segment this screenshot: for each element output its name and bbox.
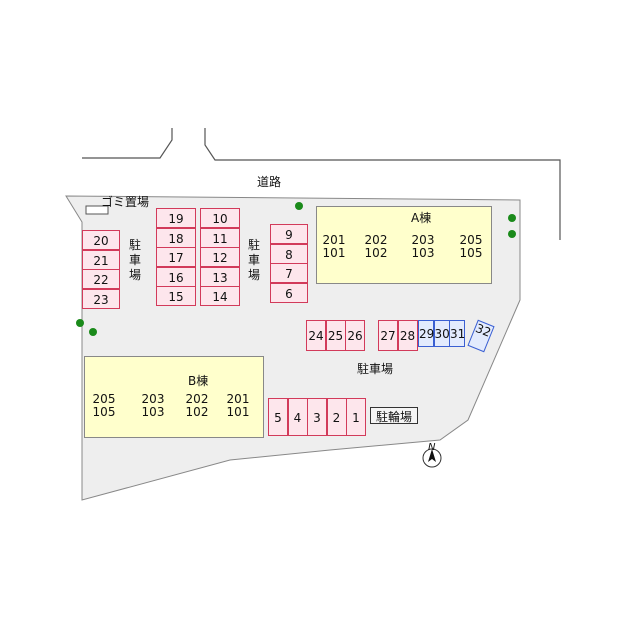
unit-lower-room: 105 — [459, 246, 483, 260]
parking-stall: 2 — [326, 398, 347, 436]
parking-stall: 23 — [82, 288, 120, 309]
parking-stall: 1 — [346, 398, 366, 436]
unit-lower-room: 102 — [185, 405, 209, 419]
unit-upper-room: 202 — [185, 392, 209, 406]
parking-stall: 19 — [156, 208, 196, 228]
parking-label-bottom: 駐車場 — [357, 362, 394, 376]
unit-lower-room: 102 — [364, 246, 388, 260]
parking-stall: 20 — [82, 230, 120, 250]
parking-stall: 28 — [397, 320, 418, 351]
north-label: N — [428, 442, 436, 453]
tree-icon — [295, 202, 303, 210]
parking-stall: 12 — [200, 247, 240, 267]
parking-stall: 6 — [270, 282, 308, 303]
unit-upper-room: 203 — [141, 392, 165, 406]
building-b-label: B棟 — [188, 374, 209, 388]
parking-stall: 8 — [270, 243, 308, 264]
parking-stall: 27 — [378, 320, 398, 351]
tree-icon — [508, 214, 516, 222]
unit-upper-room: 205 — [459, 233, 483, 247]
road-edge-right — [204, 128, 561, 240]
parking-stall: 26 — [345, 320, 365, 351]
unit-lower-room: 103 — [141, 405, 165, 419]
building-a — [316, 206, 492, 284]
building-a-label: A棟 — [411, 211, 432, 225]
parking-stall: 5 — [268, 398, 288, 436]
parking-label-mid: 駐車場 — [247, 238, 260, 282]
parking-stall: 10 — [200, 208, 240, 228]
unit-lower-room: 105 — [92, 405, 116, 419]
parking-stall: 15 — [156, 286, 196, 306]
parking-stall: 14 — [200, 286, 240, 306]
unit-upper-room: 205 — [92, 392, 116, 406]
parking-stall: 16 — [156, 266, 196, 287]
tree-icon — [89, 328, 97, 336]
parking-stall: 4 — [287, 398, 308, 436]
unit-lower-room: 101 — [322, 246, 346, 260]
parking-stall: 18 — [156, 227, 196, 248]
parking-stall: 21 — [82, 249, 120, 270]
parking-stall: 22 — [82, 269, 120, 289]
building-b — [84, 356, 264, 438]
bicycle-parking-sign: 駐輪場 — [370, 407, 418, 424]
parking-stall: 29 — [418, 320, 434, 347]
parking-label-left: 駐車場 — [128, 238, 141, 282]
parking-stall: 9 — [270, 224, 308, 244]
parking-stall: 7 — [270, 263, 308, 283]
parking-stall: 30 — [433, 320, 450, 347]
garbage-label: ゴミ置場 — [101, 195, 150, 209]
unit-lower-room: 103 — [411, 246, 435, 260]
parking-stall: 25 — [325, 320, 346, 351]
garbage-box-icon — [85, 205, 109, 215]
unit-upper-room: 201 — [226, 392, 250, 406]
parking-stall: 17 — [156, 247, 196, 267]
parking-stall: 31 — [449, 320, 465, 347]
unit-upper-room: 202 — [364, 233, 388, 247]
parking-stall: 3 — [307, 398, 327, 436]
parking-stall: 13 — [200, 266, 240, 287]
road-label: 道路 — [257, 175, 282, 189]
unit-lower-room: 101 — [226, 405, 250, 419]
north-arrow-icon — [428, 449, 436, 462]
tree-icon — [76, 319, 84, 327]
parking-stall: 11 — [200, 227, 240, 248]
road-edge-left — [82, 128, 173, 159]
unit-upper-room: 201 — [322, 233, 346, 247]
unit-upper-room: 203 — [411, 233, 435, 247]
parking-stall: 24 — [306, 320, 326, 351]
tree-icon — [508, 230, 516, 238]
bicycle-label: 駐輪場 — [375, 410, 412, 424]
